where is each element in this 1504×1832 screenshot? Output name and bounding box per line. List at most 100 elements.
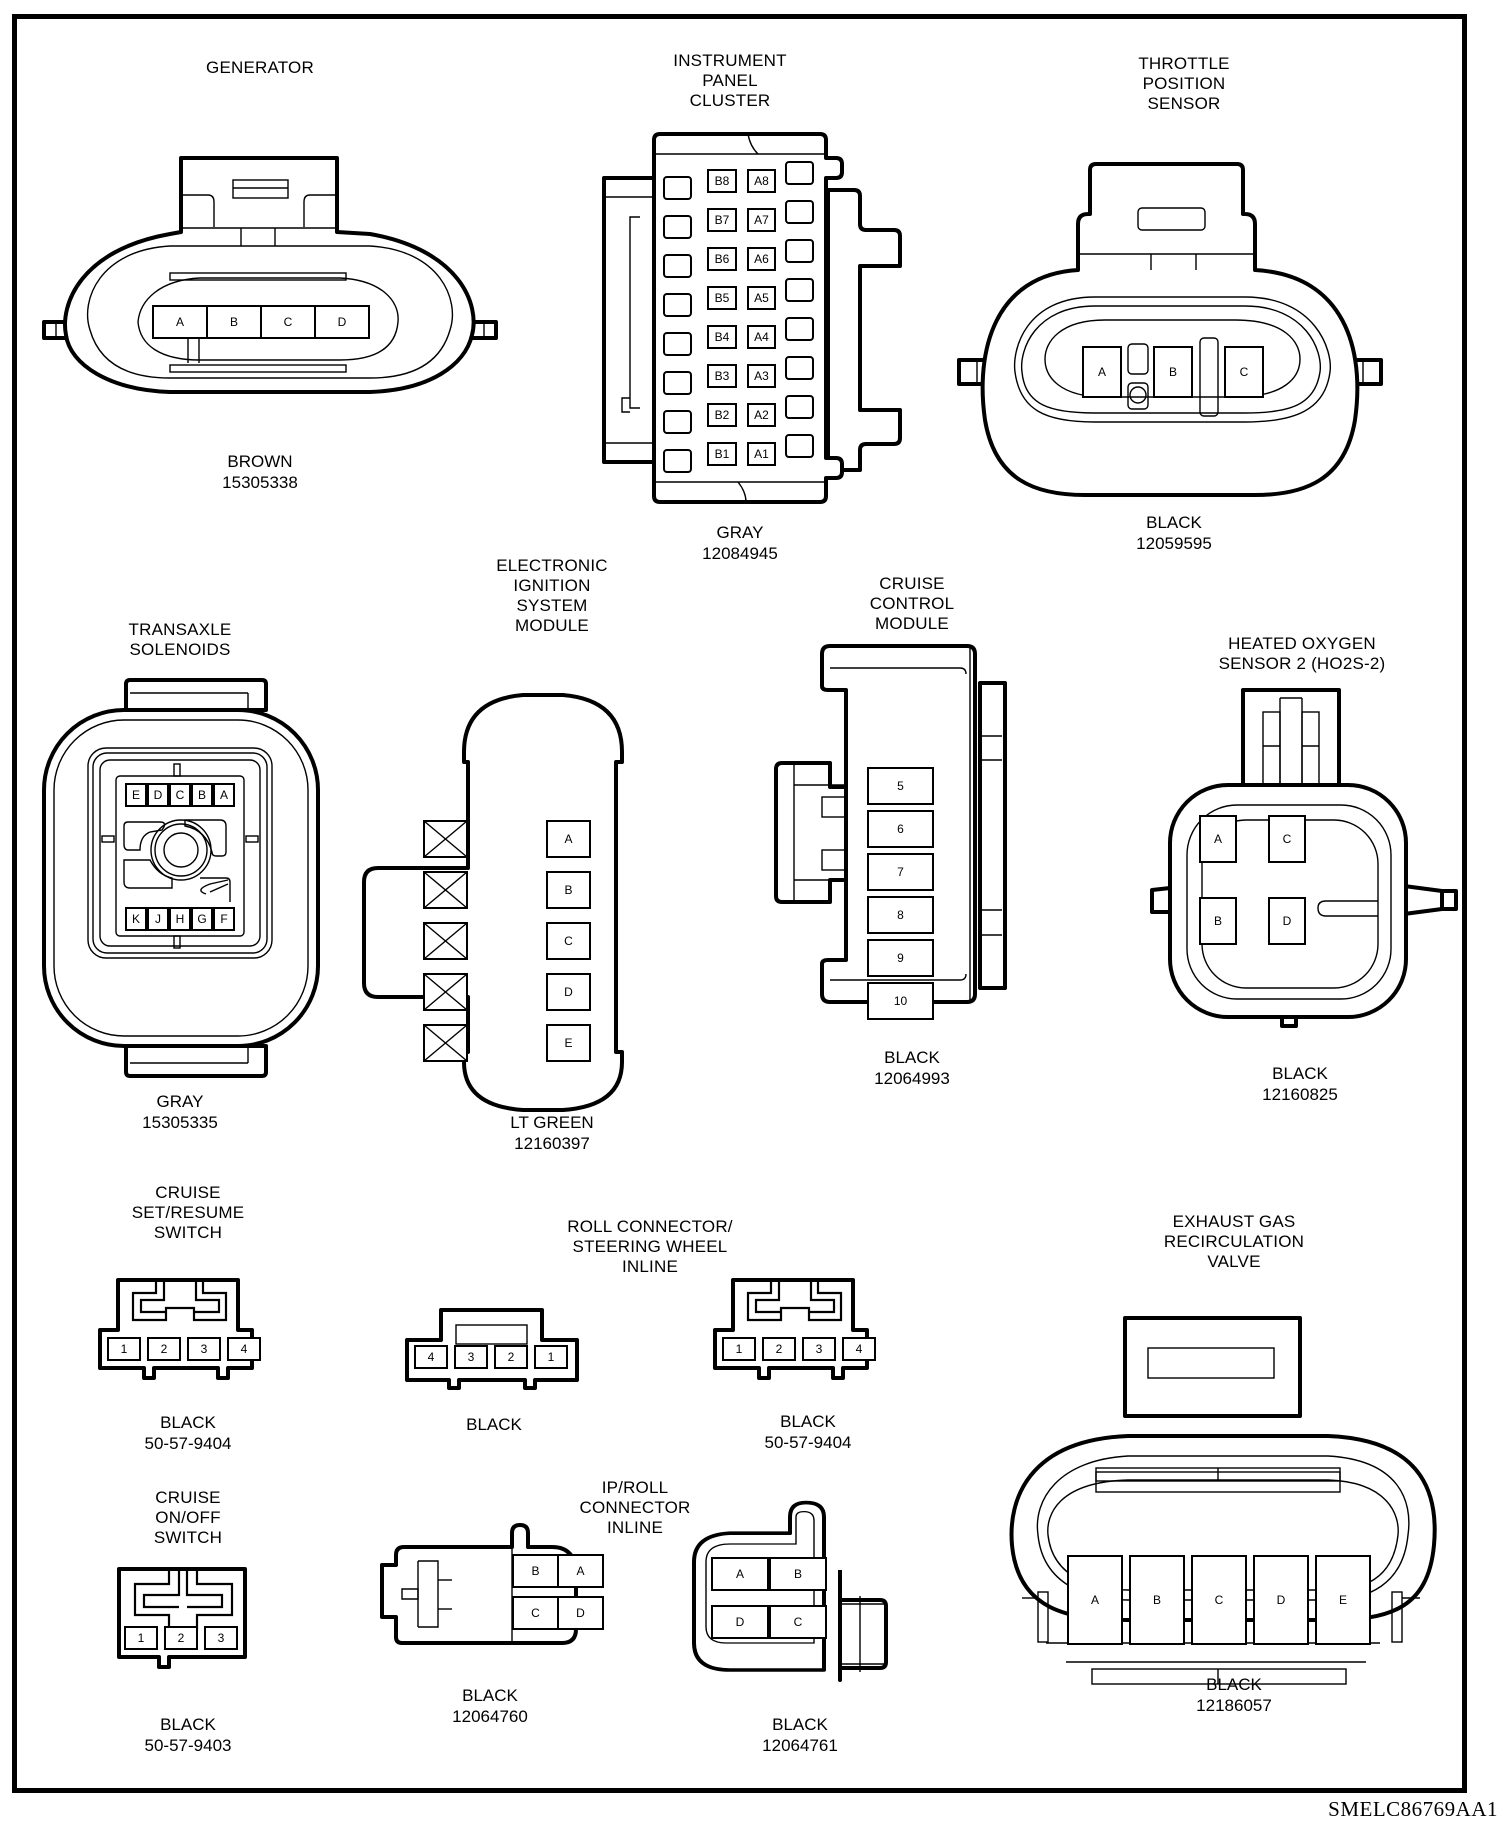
ipc-empty-cavity: [663, 332, 692, 356]
ipc-pin-label: B1: [715, 447, 730, 461]
ipc-pin-label: A3: [754, 369, 769, 383]
eis-pin: D: [546, 973, 591, 1011]
ipc-empty-cavity: [785, 395, 814, 419]
ipc-pin: A2: [747, 403, 776, 427]
tps-pin-label: B: [1169, 365, 1177, 379]
ip-roll-left-part-number: 12064760: [452, 1707, 528, 1726]
transaxle-pin-label: F: [220, 912, 227, 926]
ho2s-pin: D: [1268, 897, 1306, 945]
ipc-pin-label: B8: [715, 174, 730, 188]
ip-roll-left-pin: C: [512, 1596, 559, 1630]
eis-pin-label: B: [564, 883, 572, 897]
ipc-empty-cavity: [785, 278, 814, 302]
diagram-frame: [12, 14, 1467, 1793]
ipc-pin-label: A7: [754, 213, 769, 227]
transaxle-pin: H: [169, 907, 191, 931]
ip-roll-left-pin-label: B: [531, 1564, 539, 1578]
on-off-part-number: 50-57-9403: [144, 1736, 232, 1755]
ccm-pin-label: 7: [897, 865, 904, 879]
roll-inline-left-pin: 1: [534, 1345, 568, 1369]
roll-inline-right-pin: 2: [762, 1337, 796, 1361]
ccm-pin: 9: [867, 939, 934, 977]
set-resume-pin: 2: [147, 1337, 181, 1361]
ipc-pin-label: A2: [754, 408, 769, 422]
transaxle-pin-label: H: [176, 912, 185, 926]
transaxle-pin: F: [213, 907, 235, 931]
ipc-pin-label: B3: [715, 369, 730, 383]
transaxle-pin-label: G: [197, 912, 206, 926]
generator-pin: A: [152, 305, 208, 339]
eis-pin: B: [546, 871, 591, 909]
ipc-pin: A5: [747, 286, 776, 310]
ip-roll-left-pin-label: A: [576, 1564, 584, 1578]
transaxle-pin: J: [147, 907, 169, 931]
ipc-pin: A6: [747, 247, 776, 271]
ipc-empty-cavity: [663, 293, 692, 317]
roll-inline-right-pin-label: 3: [816, 1342, 823, 1356]
transaxle-pin: G: [191, 907, 213, 931]
ccm-pin: 10: [867, 982, 934, 1020]
ipc-pin: B5: [707, 286, 737, 310]
transaxle-pin-label: C: [176, 788, 185, 802]
generator-pin-label: D: [338, 315, 347, 329]
transaxle-pin-label: B: [198, 788, 206, 802]
egr-pin-label: B: [1153, 1593, 1161, 1607]
roll-inline-right-pin: 1: [722, 1337, 756, 1361]
roll-inline-left-pin-label: 1: [548, 1350, 555, 1364]
ip-roll-right-pin-label: A: [736, 1567, 744, 1581]
roll-inline-left-color: BLACK: [466, 1415, 522, 1434]
ipc-pin-label: A4: [754, 330, 769, 344]
ho2s-pin: C: [1268, 815, 1306, 863]
set-resume-pin-label: 4: [241, 1342, 248, 1356]
ip-roll-left-pins: B A C D: [512, 1554, 604, 1630]
roll-inline-title: ROLL CONNECTOR/ STEERING WHEEL INLINE: [567, 1217, 733, 1276]
roll-inline-left-pin-label: 2: [508, 1350, 515, 1364]
ccm-pin-label: 8: [897, 908, 904, 922]
transaxle-pin: A: [213, 783, 235, 807]
ip-roll-left-connector: B A C D: [380, 1523, 604, 1645]
ipc-pin-label: A1: [754, 447, 769, 461]
generator-pin: C: [260, 305, 316, 339]
eis-pin-label: C: [564, 934, 573, 948]
ipc-pin: B3: [707, 364, 737, 388]
ipc-pin: A4: [747, 325, 776, 349]
ip-roll-left-pin-label: D: [576, 1606, 585, 1620]
on-off-pin-label: 1: [138, 1631, 145, 1645]
set-resume-color: BLACK: [160, 1413, 216, 1432]
ip-roll-left-pin: D: [557, 1596, 604, 1630]
eis-blocked-cavity: [423, 922, 468, 960]
ho2s-pin: B: [1199, 897, 1237, 945]
ipc-empty-cavity: [785, 434, 814, 458]
roll-inline-left-pin: 3: [454, 1345, 488, 1369]
ipc-pin: A8: [747, 169, 776, 193]
roll-inline-left-connector: 4 3 2 1: [405, 1308, 579, 1390]
transaxle-pin: K: [125, 907, 147, 931]
roll-inline-left-pin-label: 4: [428, 1350, 435, 1364]
transaxle-pin: E: [125, 783, 147, 807]
ip-roll-right-pin: C: [769, 1605, 827, 1639]
ipc-empty-cavity: [663, 215, 692, 239]
ip-roll-right-pin: A: [711, 1557, 769, 1591]
ip-roll-right-pin-label: C: [794, 1615, 803, 1629]
ip-roll-right-pin-label: D: [736, 1615, 745, 1629]
tps-part-number: 12059595: [1136, 534, 1212, 553]
roll-inline-left-pin: 4: [414, 1345, 448, 1369]
ipc-pin: B2: [707, 403, 737, 427]
ipc-part-number: 12084945: [702, 544, 778, 563]
ccm-color: BLACK: [884, 1048, 940, 1067]
roll-inline-right-part-number: 50-57-9404: [764, 1433, 852, 1452]
roll-inline-right-pin: 4: [842, 1337, 876, 1361]
tps-pin: A: [1082, 346, 1122, 398]
egr-pin-label: C: [1215, 1593, 1224, 1607]
transaxle-pin: D: [147, 783, 169, 807]
